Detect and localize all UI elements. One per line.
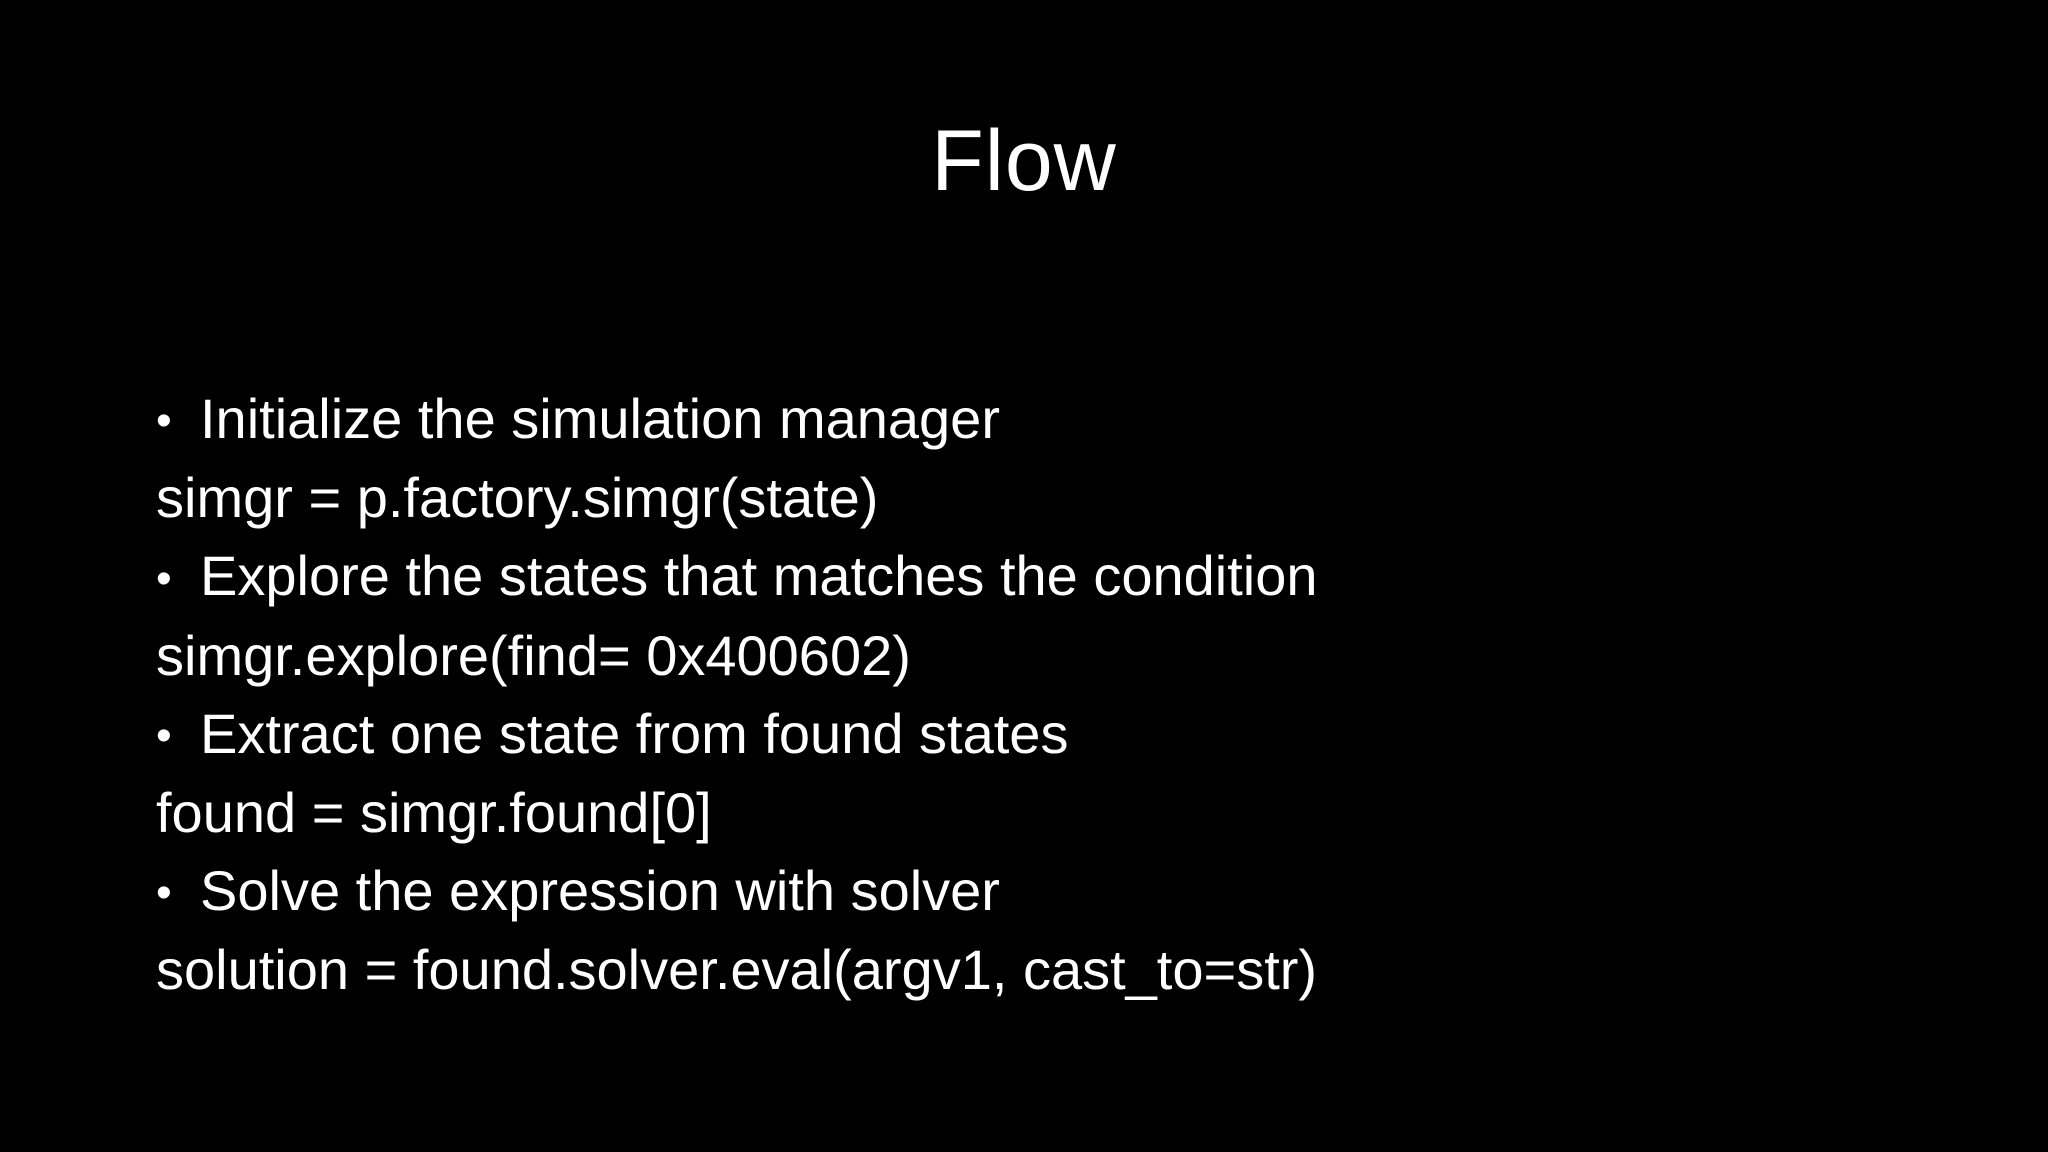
code-text: found = simgr.found[0]	[156, 780, 712, 844]
bullet-icon: •	[156, 552, 172, 603]
code-line: found = simgr.found[0]	[156, 774, 1318, 852]
bullet-item: • Explore the states that matches the con…	[156, 537, 1318, 616]
slide-title: Flow	[931, 113, 1117, 209]
bullet-text: Extract one state from found states	[200, 701, 1069, 765]
slide-body: • Initialize the simulation manager simgr…	[156, 380, 1318, 1009]
bullet-item: • Initialize the simulation manager	[156, 380, 1318, 459]
code-line: simgr = p.factory.simgr(state)	[156, 459, 1318, 537]
bullet-item: • Solve the expression with solver	[156, 852, 1318, 931]
code-text: solution = found.solver.eval(argv1, cast…	[156, 938, 1318, 1002]
code-line: simgr.explore(find= 0x400602)	[156, 617, 1318, 695]
code-line: solution = found.solver.eval(argv1, cast…	[156, 931, 1318, 1009]
bullet-text: Initialize the simulation manager	[200, 387, 1000, 450]
code-text: simgr = p.factory.simgr(state)	[156, 466, 879, 530]
bullet-text: Explore the states that matches the cond…	[200, 544, 1318, 608]
bullet-icon: •	[156, 867, 172, 918]
bullet-item: • Extract one state from found states	[156, 695, 1318, 774]
bullet-icon: •	[156, 709, 172, 760]
bullet-text: Solve the expression with solver	[200, 858, 1000, 922]
code-text: simgr.explore(find= 0x400602)	[156, 623, 911, 687]
bullet-icon: •	[156, 395, 172, 446]
